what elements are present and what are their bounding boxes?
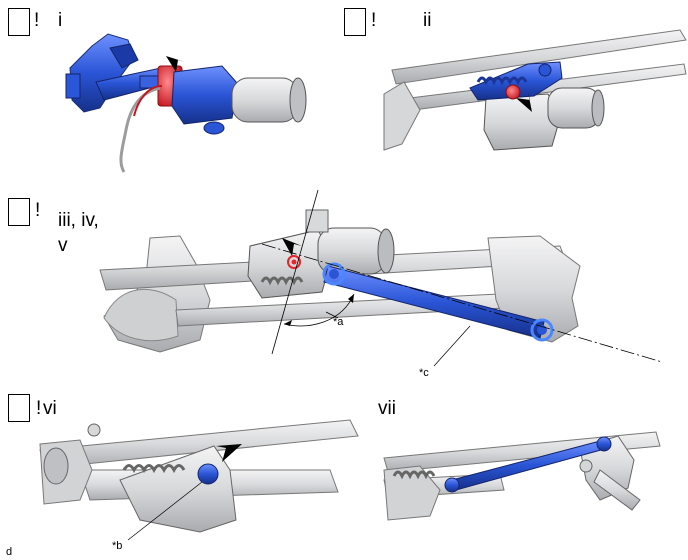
step-3-checkbox	[8, 198, 30, 226]
step-3-label-line1: iii, iv,	[58, 210, 99, 231]
callout-a: *a	[333, 316, 344, 328]
arrow-icon	[166, 56, 185, 72]
panel-4-illustration	[39, 419, 359, 541]
panel-2-illustration	[383, 29, 687, 151]
step-1-mark: !	[34, 10, 40, 31]
step-4-label: vi	[43, 398, 57, 419]
step-3-label-line2: v	[58, 235, 68, 256]
step-2-checkbox	[344, 8, 366, 36]
arrow-icon	[216, 444, 242, 462]
panel-1-illustration	[65, 33, 307, 173]
step-2-mark: !	[371, 10, 377, 31]
step-3-mark: !	[35, 200, 41, 221]
step-4-mark: !	[36, 398, 42, 419]
arrow-icon	[516, 92, 532, 112]
panel-5-illustration	[383, 431, 661, 521]
arrow-icon	[282, 238, 302, 256]
step-1-label: i	[58, 10, 63, 31]
step-4-checkbox	[8, 394, 30, 422]
footer-mark: d	[6, 546, 13, 558]
step-5-label: vii	[378, 398, 396, 419]
panel-3-illustration	[99, 189, 663, 367]
step-2-label: ii	[423, 10, 432, 31]
callout-b: *b	[112, 540, 123, 552]
callout-c: *c	[419, 367, 429, 379]
step-1-checkbox	[8, 8, 30, 36]
